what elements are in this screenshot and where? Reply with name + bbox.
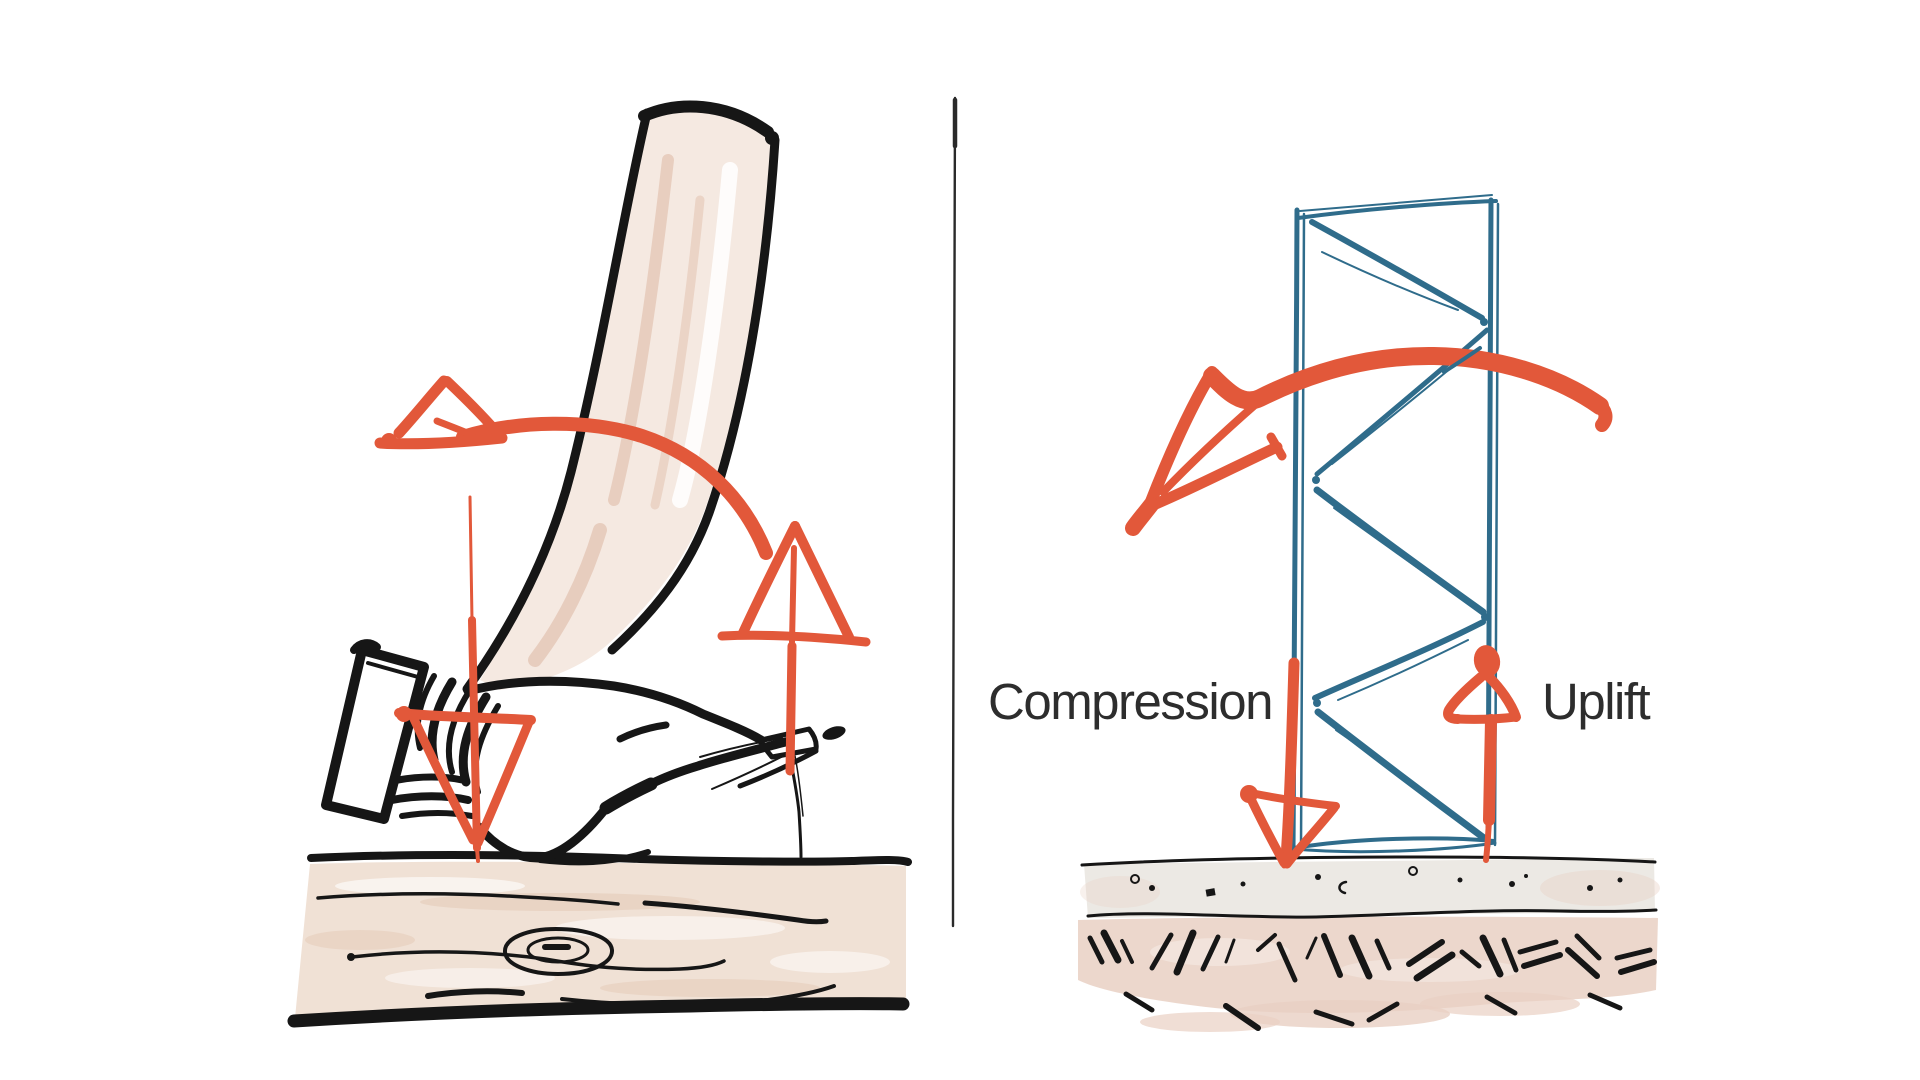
panel-divider xyxy=(951,96,958,928)
hammer-handle xyxy=(480,106,774,691)
down-force-arrow-left xyxy=(394,495,536,863)
wood-knot xyxy=(503,927,614,976)
hammer-claw xyxy=(463,676,846,866)
hammer-face-block xyxy=(321,639,429,824)
slab-speckles xyxy=(1130,866,1623,897)
wood-board xyxy=(295,861,906,1018)
compression-label: Compression xyxy=(988,673,1273,730)
uplift-label: Uplift xyxy=(1542,673,1651,730)
moment-arrow-right xyxy=(1125,346,1613,536)
truss-tower xyxy=(1290,194,1500,854)
hammer xyxy=(321,100,846,866)
wood-board-lines xyxy=(287,851,912,1028)
moment-arrow-left xyxy=(374,375,773,560)
truss-diagonal-over-arc xyxy=(1442,346,1482,374)
uplift-arrow xyxy=(1443,645,1521,863)
up-force-arrow-left xyxy=(717,521,871,776)
soil-hatching xyxy=(1087,929,1657,1031)
concrete-slab xyxy=(1080,855,1660,919)
compression-arrow xyxy=(1240,657,1340,869)
